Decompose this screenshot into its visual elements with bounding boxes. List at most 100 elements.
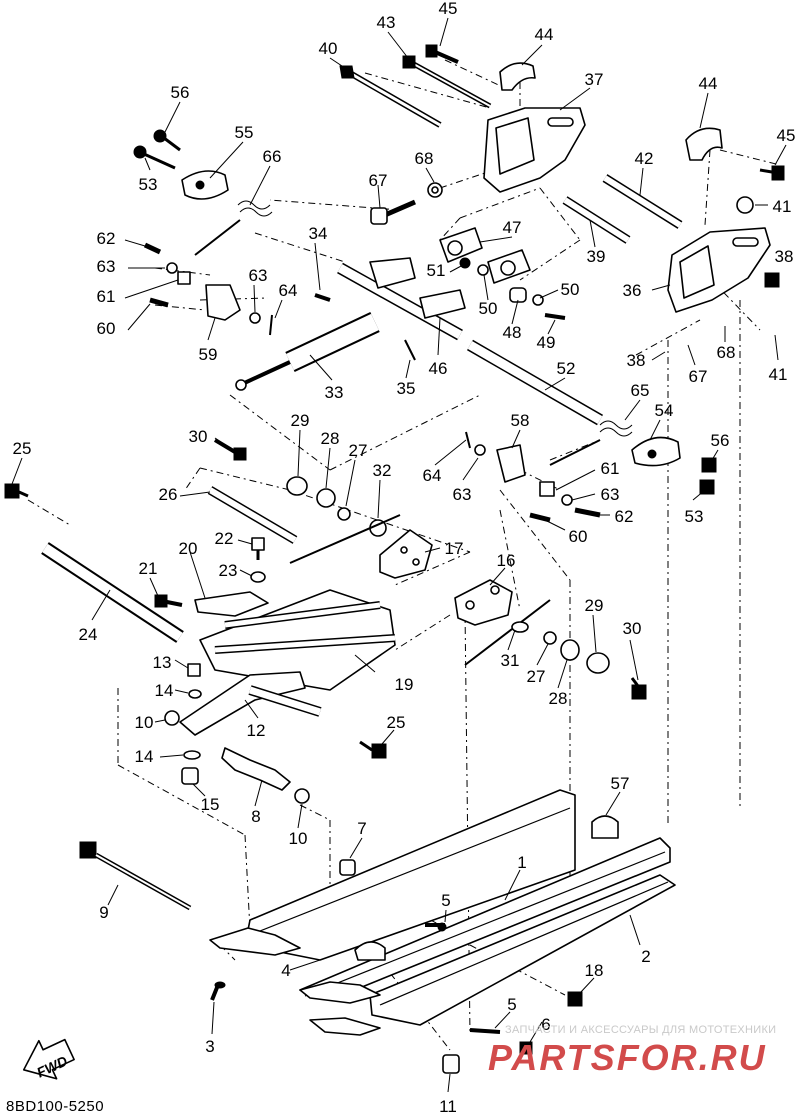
callout-15: 15 [201, 795, 220, 814]
callout-52: 52 [557, 359, 576, 378]
callout-38: 38 [775, 247, 794, 266]
callout-39: 39 [587, 247, 606, 266]
bracket-58-bolts [465, 431, 601, 523]
bolt-67-top [370, 199, 416, 225]
callout-50: 50 [479, 299, 498, 318]
callout-10: 10 [289, 829, 308, 848]
nut-7 [339, 859, 356, 876]
callout-17: 17 [445, 539, 464, 558]
bolt-21 [154, 594, 183, 608]
callout-64: 64 [423, 466, 442, 485]
rail-front-ends-4 [209, 927, 386, 1036]
callout-5: 5 [507, 995, 516, 1014]
callout-60: 60 [569, 527, 588, 546]
bracket-37 [483, 107, 586, 193]
callout-25: 25 [387, 713, 406, 732]
callout-10: 10 [135, 713, 154, 732]
callout-14: 14 [155, 681, 174, 700]
callout-33: 33 [325, 383, 344, 402]
callout-45: 45 [439, 0, 458, 18]
callout-1: 1 [517, 853, 526, 872]
bushing-10-lower [294, 788, 310, 804]
callout-12: 12 [247, 721, 266, 740]
callout-44: 44 [535, 25, 554, 44]
bracket-36 [667, 227, 771, 313]
callout-38: 38 [627, 351, 646, 370]
callout-49: 49 [537, 333, 556, 352]
screw-3 [210, 981, 226, 1001]
swing-arm-19 [199, 589, 396, 691]
callout-51: 51 [427, 261, 446, 280]
callout-27: 27 [527, 667, 546, 686]
callout-7: 7 [357, 819, 366, 838]
callout-37: 37 [585, 70, 604, 89]
bracket-17 [379, 529, 433, 579]
callout-24: 24 [79, 625, 98, 644]
nut-41-top [736, 196, 754, 214]
shaft-26 [207, 486, 298, 544]
bolt-30-top [213, 438, 247, 461]
bracket-59 [205, 284, 273, 336]
callout-54: 54 [655, 401, 674, 420]
diagram-code: 8BD100-5250 [6, 1098, 105, 1115]
bushings-27-28-29-bolt-30-right [543, 631, 647, 700]
callout-36: 36 [623, 281, 642, 300]
washer-63-bolt-62-block-61 [143, 242, 191, 308]
callout-61: 61 [97, 287, 116, 306]
arm-12 [179, 671, 322, 736]
shaft-39 [562, 196, 631, 244]
callout-41: 41 [773, 197, 792, 216]
cap-57 [591, 815, 619, 839]
callout-28: 28 [549, 689, 568, 708]
callout-28: 28 [321, 429, 340, 448]
callout-34: 34 [309, 224, 328, 243]
callout-25: 25 [13, 439, 32, 458]
bolts-5-6-18 [425, 922, 583, 1055]
callout-55: 55 [235, 123, 254, 142]
callout-63: 63 [601, 485, 620, 504]
callout-22: 22 [215, 529, 234, 548]
callout-30: 30 [623, 619, 642, 638]
bolt-45-right [759, 165, 785, 181]
bolt-43 [402, 55, 492, 109]
callout-67: 67 [689, 367, 708, 386]
bracket-16 [454, 579, 513, 626]
rear-pivot-shaft-40 [339, 65, 442, 128]
callout-53: 53 [139, 175, 158, 194]
callout-56: 56 [171, 83, 190, 102]
callout-2: 2 [641, 947, 650, 966]
shaft-24 [41, 542, 184, 643]
pin-35 [404, 339, 416, 361]
callout-63: 63 [453, 485, 472, 504]
parts [4, 44, 785, 1074]
callout-46: 46 [429, 359, 448, 378]
callout-42: 42 [635, 149, 654, 168]
bolt-25-left [4, 483, 29, 499]
callout-68: 68 [717, 343, 736, 362]
bolt-38-right [764, 272, 780, 288]
callout-20: 20 [179, 539, 198, 558]
link-47 [439, 227, 531, 284]
callout-19: 19 [395, 675, 414, 694]
callout-14: 14 [135, 747, 154, 766]
callout-29: 29 [585, 596, 604, 615]
bolt-25-center [359, 740, 387, 759]
callout-66: 66 [263, 147, 282, 166]
shock-absorber-33 [235, 312, 380, 391]
shaft-52 [467, 339, 603, 426]
washer-14-nut-15 [181, 750, 201, 785]
cap-44-left [499, 62, 536, 91]
callout-64: 64 [279, 281, 298, 300]
callout-5: 5 [441, 891, 450, 910]
nut-11 [442, 1054, 460, 1074]
slide-rail-2 [369, 874, 676, 1026]
shaft-42 [602, 174, 683, 229]
callout-68: 68 [415, 149, 434, 168]
callout-40: 40 [319, 39, 338, 58]
fwd-arrow-icon: FWD [22, 1038, 75, 1081]
callout-6: 6 [541, 1015, 550, 1034]
callout-23: 23 [219, 561, 238, 580]
callout-44: 44 [699, 74, 718, 93]
